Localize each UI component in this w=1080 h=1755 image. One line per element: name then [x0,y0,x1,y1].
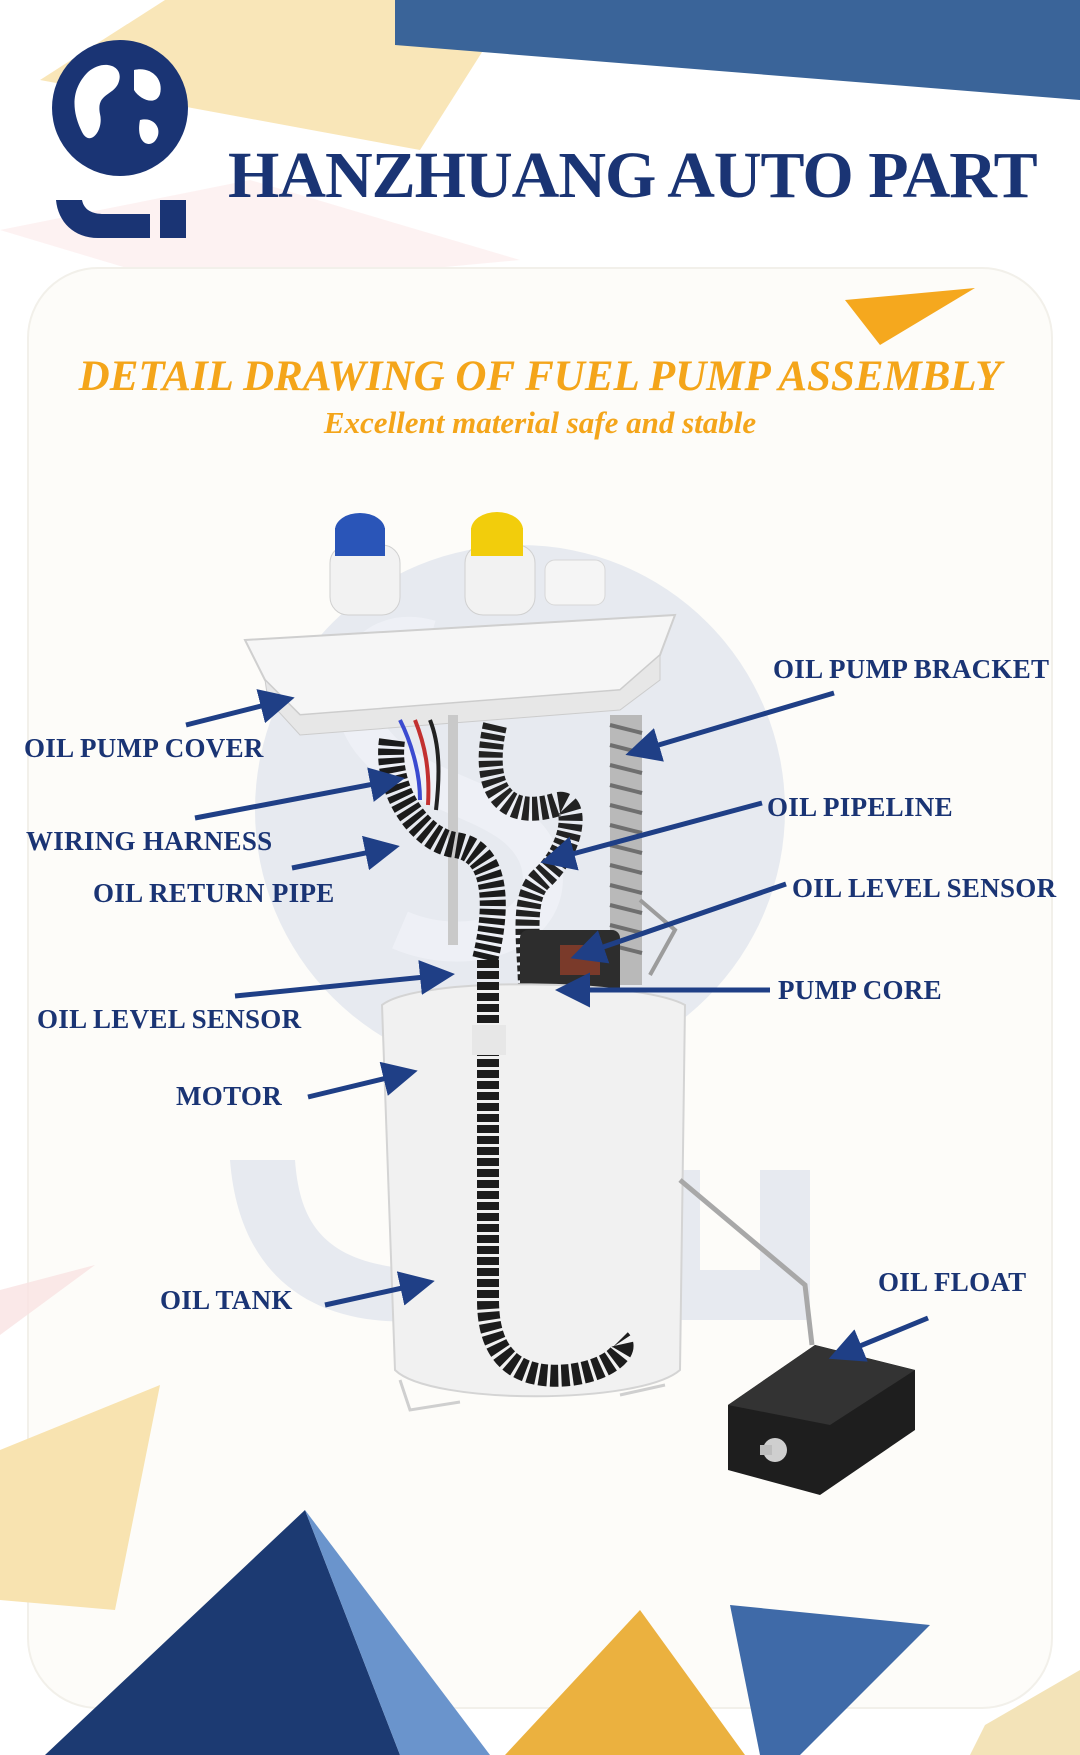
bottom-navy-triangle [45,1510,400,1755]
label-oil-return-pipe: OIL RETURN PIPE [93,878,335,908]
arrow-oil-float [828,1315,929,1362]
outlet-caps [329,512,606,616]
bottom-cream-triangle [0,1385,160,1610]
arrow-oil-level-sensor-left [234,960,455,999]
label-oil-level-sensor-left: OIL LEVEL SENSOR [37,1004,302,1034]
label-oil-tank: OIL TANK [160,1285,293,1315]
label-oil-pipeline: OIL PIPELINE [767,792,953,822]
mid-blush-triangle [0,1265,95,1335]
bottom-blue-triangle [730,1605,930,1755]
label-oil-float: OIL FLOAT [878,1267,1027,1297]
arrow-motor [307,1061,418,1100]
label-oil-level-sensor-right: OIL LEVEL SENSOR [792,873,1057,903]
orange-flag-triangle [845,288,975,345]
bottom-lightblue-triangle [305,1510,490,1755]
arrow-oil-return-pipe [291,835,400,871]
globe-logo-icon [52,40,188,238]
wiring-harness-wires [398,719,422,801]
arrow-oil-pump-cover [185,689,295,728]
top-blue-banner [395,0,1080,100]
label-oil-pump-cover: OIL PUMP COVER [24,733,264,763]
arrow-oil-pipeline [540,800,763,871]
float-arm [678,1178,815,1346]
guide-rod [448,715,458,945]
bottom-gold-triangle [505,1610,745,1755]
arrow-oil-level-sensor-right [570,881,787,964]
diagram-title: DETAIL DRAWING OF FUEL PUMP ASSEMBLY [78,353,1002,400]
label-motor: MOTOR [176,1081,283,1111]
oil-tank-canister [380,983,687,1398]
label-pump-core: PUMP CORE [778,975,942,1005]
arrow-wiring-harness [194,767,405,821]
oil-pipeline-hose [478,722,583,991]
diagram-subtitle: Excellent material safe and stable [323,405,757,440]
label-wiring-harness: WIRING HARNESS [26,826,273,856]
label-oil-pump-bracket: OIL PUMP BRACKET [773,654,1050,684]
oil-float [728,1345,915,1495]
bottom-right-cream [970,1670,1080,1755]
arrow-oil-tank [324,1271,435,1308]
arrow-oil-pump-bracket [625,690,835,762]
brand-name: HANZHUANG AUTO PART [228,139,1038,212]
upper-blush-shape [0,180,520,290]
